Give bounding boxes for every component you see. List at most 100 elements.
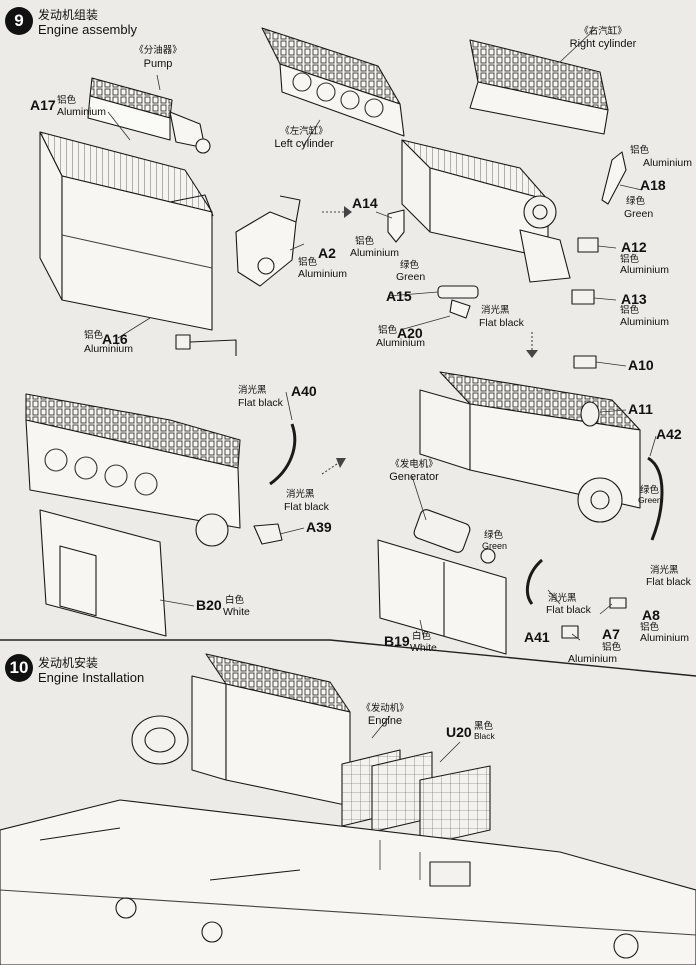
a18-zh-top: 铝色 [630, 145, 650, 156]
engine-part [131, 653, 351, 807]
a10-code: A10 [628, 357, 654, 373]
a40-code: A40 [291, 383, 317, 399]
a13-zh: 铝色 [620, 305, 640, 316]
u20-en: Black [474, 731, 495, 741]
a14-code: A14 [352, 195, 378, 211]
green-a15-zh: 绿色 [400, 260, 420, 271]
a2-zh: 铝色 [298, 257, 318, 268]
a39-zh: 消光黑 [286, 489, 315, 500]
a7-code: A7 [602, 626, 620, 642]
a42-en2: Flat black [646, 576, 691, 588]
a2-en: Aluminium [298, 268, 348, 280]
left-cylinder-zh: 《左汽缸》 [280, 126, 328, 137]
pump-label-en: Pump [143, 58, 173, 70]
a17-code: A17 [30, 97, 56, 113]
a20-zh: 铝色 [378, 325, 398, 336]
a16-zh: 铝色 [84, 330, 104, 341]
a20-code: A20 [397, 325, 423, 341]
a16-en: Aluminium [84, 343, 134, 355]
a13-en: Aluminium [620, 316, 670, 328]
a18-en-top: Aluminium [643, 157, 693, 169]
a7-en: Aluminium [568, 653, 618, 665]
flow-arrow-icon [321, 211, 533, 475]
a15-part [437, 285, 479, 319]
left-cylinder-en: Left cylinder [274, 138, 334, 150]
a41-zh: 消光黑 [548, 593, 577, 604]
a17-zh: 铝色 [57, 95, 77, 106]
a41-code: A41 [524, 629, 550, 645]
a14-part [387, 209, 405, 243]
a18-part [601, 151, 627, 205]
step-9-title-zh: 发动机组装 [38, 8, 99, 22]
step-10-title-zh: 发动机安装 [38, 656, 99, 670]
generator-part [413, 509, 496, 564]
a42-zh2: 消光黑 [650, 565, 679, 576]
b20-tray-part [39, 509, 167, 637]
u20-radiator-part [341, 749, 491, 847]
a12-code: A12 [621, 239, 647, 255]
section-divider [0, 639, 696, 677]
a15-zh: 消光黑 [481, 305, 510, 316]
engine-en: Engine [367, 715, 403, 727]
green-a15-en: Green [396, 271, 426, 283]
b19-code: B19 [384, 633, 410, 649]
right-cylinder-en: Right cylinder [569, 38, 637, 50]
engine-assembly-right-part [401, 139, 571, 283]
a8-zh: 铝色 [640, 622, 660, 633]
a39-part [253, 523, 283, 545]
b20-zh: 白色 [225, 595, 245, 606]
b19-tray-part [377, 539, 507, 655]
pump-part [87, 77, 211, 154]
a41-en: Flat black [546, 604, 591, 616]
a18-zh: 绿色 [626, 196, 646, 207]
left-cylinder-part [261, 27, 405, 137]
a18-en: Green [624, 208, 654, 220]
hull-part [0, 799, 696, 965]
a10-part [573, 355, 597, 369]
generator-zh: 《发电机》 [390, 459, 438, 470]
a40-en: Flat black [238, 397, 283, 409]
a20-en: Aluminium [376, 337, 426, 349]
flow-arrow-icon [526, 350, 538, 358]
a15-code: A15 [386, 288, 412, 304]
u20-code: U20 [446, 724, 472, 740]
a8-part [609, 597, 627, 609]
a7-zh: 铝色 [602, 642, 622, 653]
a11-part [580, 401, 600, 427]
a40-part [269, 423, 297, 486]
left-block-part [39, 131, 237, 356]
step-10-title-en: Engine Installation [38, 670, 145, 685]
step-10-badge: 10 [5, 654, 33, 682]
step-9-badge: 9 [5, 7, 33, 35]
engine-assembly-left-part [25, 393, 241, 547]
a39-en: Flat black [284, 501, 329, 513]
a12-part [577, 237, 599, 253]
engine-zh: 《发动机》 [361, 703, 409, 714]
right-cylinder-zh: 《右汽缸》 [579, 26, 627, 37]
a42-en: Green [638, 495, 662, 505]
a8-code: A8 [642, 607, 660, 623]
a13-code: A13 [621, 291, 647, 307]
step-9-title-en: Engine assembly [38, 22, 137, 37]
a12-zh: 铝色 [620, 254, 640, 265]
green-gen-zh: 绿色 [484, 530, 504, 541]
u20-zh: 黑色 [474, 721, 494, 732]
flow-arrow-icon [344, 206, 352, 218]
a13-part [571, 289, 595, 305]
b20-en: White [223, 606, 250, 618]
a16-code: A16 [102, 331, 128, 347]
right-cylinder-part [469, 39, 609, 135]
a17-en: Aluminium [57, 106, 107, 118]
green-gen-en: Green [482, 541, 508, 551]
a42-zh: 绿色 [640, 485, 660, 496]
a39-code: A39 [306, 519, 332, 535]
a2-bracket-part [235, 195, 301, 287]
generator-en: Generator [389, 471, 439, 483]
a41-part [525, 558, 544, 605]
engine-assembly-generator-part [419, 371, 641, 523]
a40-zh: 消光黑 [238, 385, 267, 396]
pump-label-zh: 《分油器》 [134, 45, 182, 56]
a42-part [647, 456, 664, 541]
